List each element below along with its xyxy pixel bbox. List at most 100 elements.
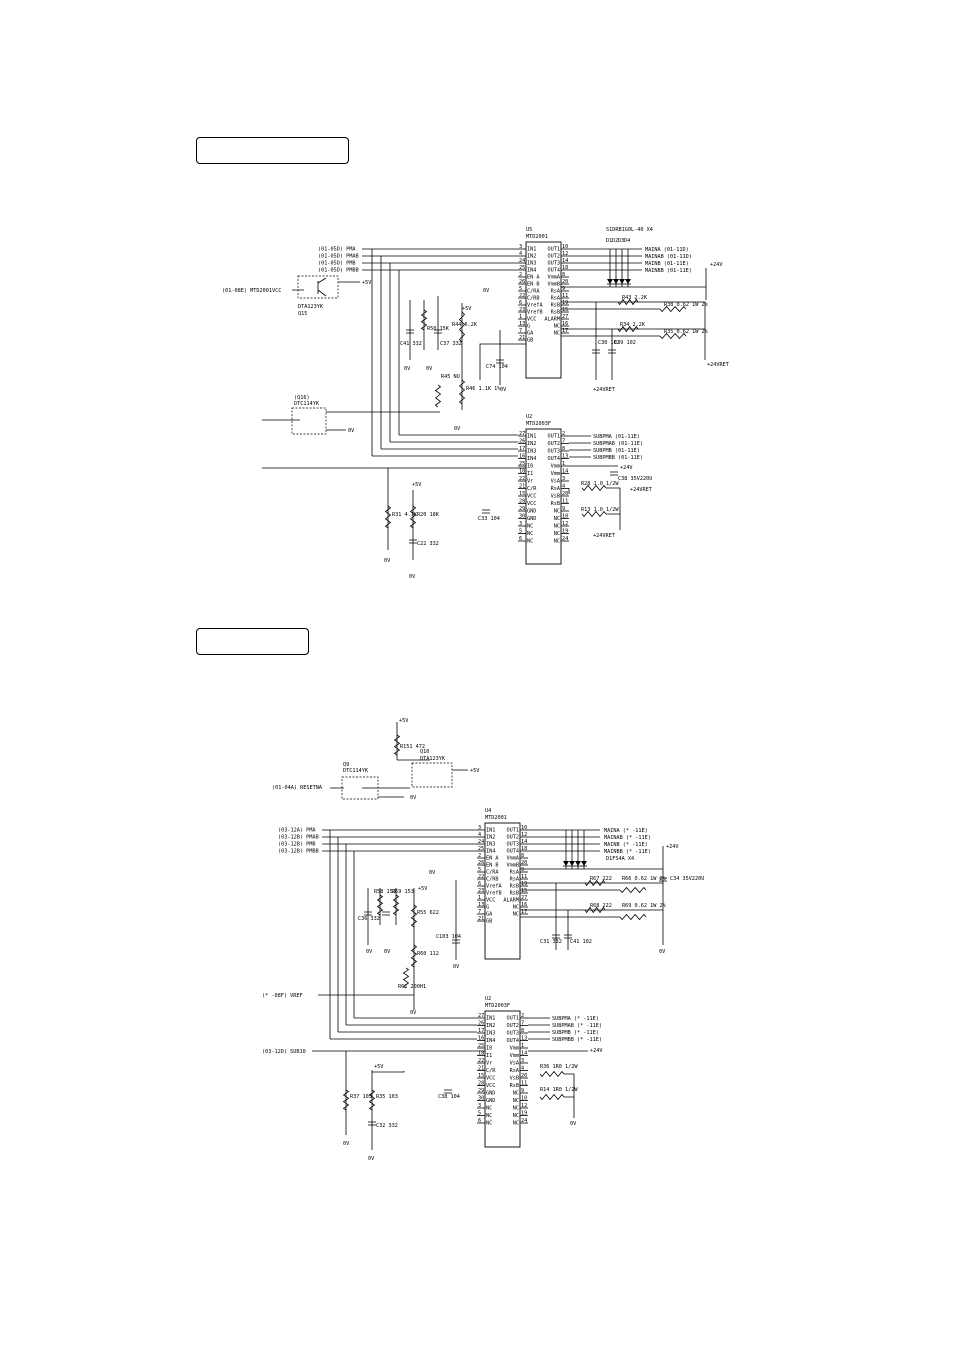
s1-0v-b: 0V (426, 366, 432, 372)
r55-label: R55 622 (417, 910, 439, 916)
pin-number: 1 (562, 461, 565, 467)
pin-number: 19 (562, 529, 568, 535)
pin-name: C/RA (486, 870, 499, 876)
input-label: (01-05D) PMA (318, 247, 356, 253)
pin-name: VrefA (527, 303, 543, 309)
pin-number: 4 (519, 251, 522, 257)
pin-name: EN A (527, 275, 540, 281)
pin-number: 8 (521, 1028, 524, 1034)
pin-number: 3 (519, 244, 522, 250)
pin-name: OUT3 (507, 1031, 520, 1037)
pin-number: 28 (519, 499, 525, 505)
pin-name: IN1 (486, 828, 495, 834)
r43-label: R43 2.2K (622, 295, 648, 301)
pin-number: 9 (562, 506, 565, 512)
s2-c32 (364, 911, 372, 916)
pin-number: 8 (521, 853, 524, 859)
pin-name: VsA (510, 1061, 520, 1067)
r69-label: R69 0.62 1W 2% (622, 903, 667, 909)
pin-number: 3 (519, 521, 522, 527)
mtd-vcc-label: (01-08E) MTD2001VCC (222, 288, 281, 294)
pin-number: 26 (519, 279, 525, 285)
pin-number: 10 (562, 244, 568, 250)
s2-u2-right-pins: 2OUT17OUT28OUT313OUT41Vmm14Vmm3VsA4RsA20… (507, 1013, 528, 1127)
c41-label: C41 102 (570, 939, 592, 945)
s2-5v-b: +5V (418, 886, 427, 892)
s1-0v-f: 0V (384, 558, 390, 564)
pin-number: 11 (521, 874, 527, 880)
pin-number: 29 (478, 1088, 484, 1094)
pin-name: RsA (510, 1068, 520, 1074)
pin-number: 13 (478, 902, 484, 908)
c31 (368, 1121, 376, 1126)
s1-bottom-wires (262, 467, 526, 560)
r14-label: R14 1R0 1/2W (540, 1087, 578, 1093)
pin-name: IN3 (527, 261, 536, 267)
pin-name: C/RB (486, 877, 499, 883)
c41-label: C41 332 (400, 341, 422, 347)
pin-name: IN2 (486, 835, 495, 841)
pin-number: 20 (562, 279, 568, 285)
r35-label: R35 103 (376, 1094, 398, 1100)
pin-name: IN2 (486, 1023, 495, 1029)
pin-name: VsB (510, 1076, 519, 1082)
pin-number: 5 (519, 286, 522, 292)
s2-u2-ic-body (484, 1010, 521, 1148)
pin-name: OUT4 (548, 268, 561, 274)
c31-label: C32 332 (376, 1123, 398, 1129)
s1-5v-a: +5V (462, 306, 471, 312)
u4-ref: U4 (485, 808, 491, 814)
output-label: SUBPMAB (01-11E) (593, 441, 643, 447)
pin-number: 13 (562, 454, 568, 460)
s2-0v-e: 0V (429, 870, 435, 876)
diode-ref: D1 (606, 238, 612, 244)
s2-sense-wires (520, 882, 663, 950)
pin-number: 10 (562, 514, 568, 520)
pin-name: NC (554, 539, 560, 545)
pin-name: OUT1 (548, 247, 561, 253)
pin-name: C/R (527, 486, 537, 492)
pin-name: GB (527, 338, 533, 344)
pin-number: 15 (562, 307, 568, 313)
s2-0v-c: 0V (410, 1010, 416, 1016)
pin-number: 2 (521, 1013, 524, 1019)
output-label: SUBPMA (01-11E) (593, 434, 640, 440)
vref-label: (* -08F) VREF (262, 993, 303, 999)
c36 (382, 911, 390, 916)
pin-number: 24 (519, 258, 525, 264)
pin-number: 7 (521, 1021, 524, 1027)
pin-number: 22 (519, 476, 525, 482)
r45-label: R45 NU (441, 374, 460, 380)
pin-name: OUT4 (548, 456, 561, 462)
pin-name: RsB (510, 884, 519, 890)
pin-name: NC (486, 1113, 492, 1119)
q16-part: DTC114YK (294, 401, 320, 407)
q15-outline (297, 275, 339, 299)
pin-number: 22 (519, 293, 525, 299)
pin-name: GA (527, 331, 534, 337)
output-label: MAINAB (01-11D) (645, 254, 692, 260)
s1-24vret: +24VRET (707, 362, 729, 368)
pin-name: VCC (486, 1076, 495, 1082)
pin-number: 20 (562, 491, 568, 497)
pin-number: 16 (519, 454, 525, 460)
s2-bottom-wires (312, 1050, 485, 1150)
s2-input-lines: (03-12A) PMA(03-12B) PMAB(03-12B) PMB(03… (278, 828, 600, 1040)
r36-label: R36 1R0 1/2W (540, 1064, 578, 1070)
input-label: (03-12B) PMB (278, 842, 315, 848)
pin-number: 17 (521, 909, 527, 915)
r20-label: R20 18K (417, 512, 440, 518)
pin-name: I1 (486, 1053, 492, 1059)
r20 (409, 505, 417, 529)
s1-diode-label: S1DRB1G0L-40 X4 (606, 227, 653, 233)
pin-name: Vr (527, 479, 533, 485)
s1-0v-d: 0V (500, 387, 506, 393)
pin-number: 24 (562, 536, 568, 542)
section1-title-box (196, 137, 349, 164)
s1-outputs-bottom: SUBPMA (01-11E)SUBPMAB (01-11E)SUBPMB (0… (569, 434, 643, 461)
pin-number: 9 (521, 1088, 524, 1094)
pin-name: OUT2 (507, 1023, 520, 1029)
pin-number: 1 (519, 314, 522, 320)
